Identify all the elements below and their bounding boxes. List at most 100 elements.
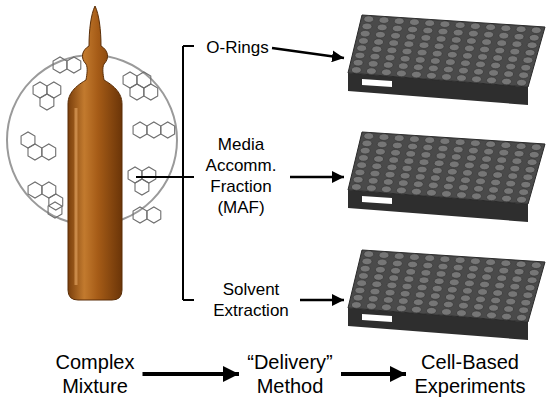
ring xyxy=(67,57,81,73)
well xyxy=(396,70,406,77)
well xyxy=(430,175,440,182)
well xyxy=(460,60,470,67)
plate-tag xyxy=(362,196,392,204)
well xyxy=(426,189,436,196)
well xyxy=(517,196,527,203)
well xyxy=(516,143,526,150)
well xyxy=(440,21,450,28)
ring xyxy=(147,122,161,138)
well xyxy=(443,301,453,308)
well xyxy=(499,149,509,156)
well xyxy=(506,298,516,305)
well xyxy=(387,164,397,171)
well xyxy=(531,27,541,34)
well xyxy=(358,38,368,45)
well xyxy=(400,55,410,62)
well xyxy=(411,306,421,313)
well xyxy=(413,64,423,71)
well xyxy=(396,305,406,312)
well xyxy=(374,156,384,163)
well xyxy=(426,72,436,79)
well xyxy=(391,32,401,39)
well xyxy=(428,65,438,72)
well xyxy=(392,260,402,267)
well xyxy=(458,184,468,191)
well xyxy=(415,292,425,299)
well xyxy=(366,185,376,192)
well xyxy=(523,292,533,299)
well xyxy=(486,24,496,31)
well xyxy=(389,157,399,164)
well xyxy=(374,39,384,46)
well xyxy=(358,155,368,162)
well xyxy=(357,280,367,287)
well xyxy=(436,153,446,160)
ampoule xyxy=(68,6,122,300)
plate-tag xyxy=(362,79,392,87)
well xyxy=(440,256,450,263)
well xyxy=(425,255,435,262)
well xyxy=(409,19,419,26)
well xyxy=(406,269,416,276)
well xyxy=(458,67,468,74)
well xyxy=(510,283,520,290)
ring xyxy=(53,57,67,73)
plate-top xyxy=(348,15,545,87)
well xyxy=(423,27,433,34)
well xyxy=(423,144,433,151)
well xyxy=(370,170,380,177)
well xyxy=(474,185,484,192)
well xyxy=(529,151,539,158)
well xyxy=(484,266,494,273)
well xyxy=(408,261,418,268)
well xyxy=(415,174,425,181)
well xyxy=(355,52,365,59)
well xyxy=(379,17,389,24)
well xyxy=(370,53,380,60)
well xyxy=(402,283,412,290)
well xyxy=(455,257,465,264)
well xyxy=(478,289,488,296)
well xyxy=(421,35,431,42)
well xyxy=(470,140,480,147)
well xyxy=(525,284,535,291)
well xyxy=(523,174,533,181)
well xyxy=(398,180,408,187)
well xyxy=(392,142,402,149)
ring xyxy=(133,122,147,138)
well xyxy=(480,281,490,288)
well xyxy=(489,305,499,312)
well xyxy=(508,291,518,298)
well xyxy=(486,141,496,148)
well xyxy=(458,302,468,309)
well-plate xyxy=(348,250,545,340)
well xyxy=(525,49,535,56)
ring xyxy=(48,202,62,218)
well xyxy=(419,277,429,284)
well xyxy=(432,167,442,174)
method-label: O-Rings xyxy=(200,37,275,58)
well xyxy=(514,268,524,275)
well xyxy=(512,158,522,165)
well xyxy=(421,270,431,277)
well xyxy=(436,271,446,278)
well xyxy=(406,151,416,158)
well xyxy=(360,30,370,37)
well xyxy=(413,181,423,188)
well xyxy=(419,42,429,49)
well xyxy=(478,171,488,178)
well xyxy=(368,178,378,185)
well xyxy=(462,53,472,60)
well xyxy=(383,179,393,186)
well xyxy=(495,164,505,171)
well xyxy=(472,76,482,83)
well xyxy=(381,186,391,193)
ring xyxy=(147,207,161,223)
well xyxy=(408,26,418,33)
stage-text: Complex Mixture xyxy=(56,351,135,397)
well xyxy=(516,26,526,33)
well xyxy=(387,282,397,289)
well xyxy=(531,144,541,151)
well xyxy=(351,302,361,309)
